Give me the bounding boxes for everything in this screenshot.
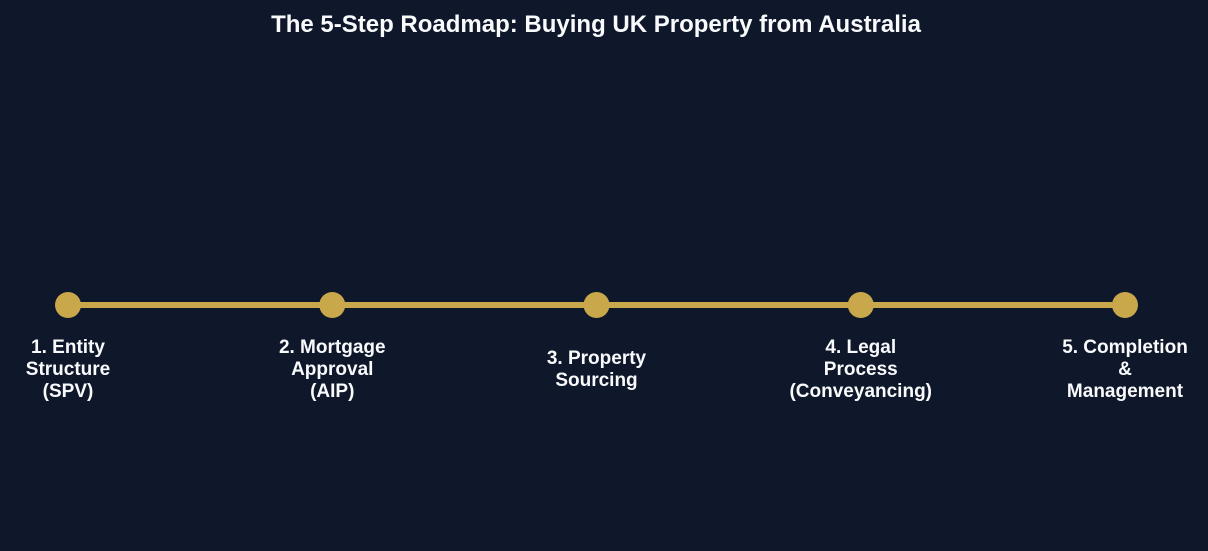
step-label-line: 4. Legal <box>825 337 896 358</box>
step-marker-4 <box>847 292 874 318</box>
step-marker-1 <box>55 292 81 318</box>
step-label-5: 5. Completion&Management <box>1062 337 1188 402</box>
step-label-line: 2. Mortgage <box>279 337 386 358</box>
step-label-line: 5. Completion <box>1062 337 1188 358</box>
step-label-line: (Conveyancing) <box>789 381 932 402</box>
step-label-line: (SPV) <box>43 381 94 402</box>
step-label-line: Approval <box>291 359 373 380</box>
step-label-line: Structure <box>26 359 110 380</box>
step-label-line: 1. Entity <box>31 337 105 358</box>
step-label-line: 3. Property <box>547 348 647 369</box>
step-label-line: & <box>1118 359 1132 380</box>
step-marker-2 <box>319 292 346 318</box>
page-title: The 5-Step Roadmap: Buying UK Property f… <box>271 11 921 38</box>
step-label-line: Management <box>1067 381 1184 402</box>
step-label-line: Process <box>824 359 898 380</box>
step-marker-5 <box>1112 292 1138 318</box>
step-label-line: (AIP) <box>310 381 354 402</box>
step-label-line: Sourcing <box>555 370 637 391</box>
step-marker-3 <box>583 292 610 318</box>
